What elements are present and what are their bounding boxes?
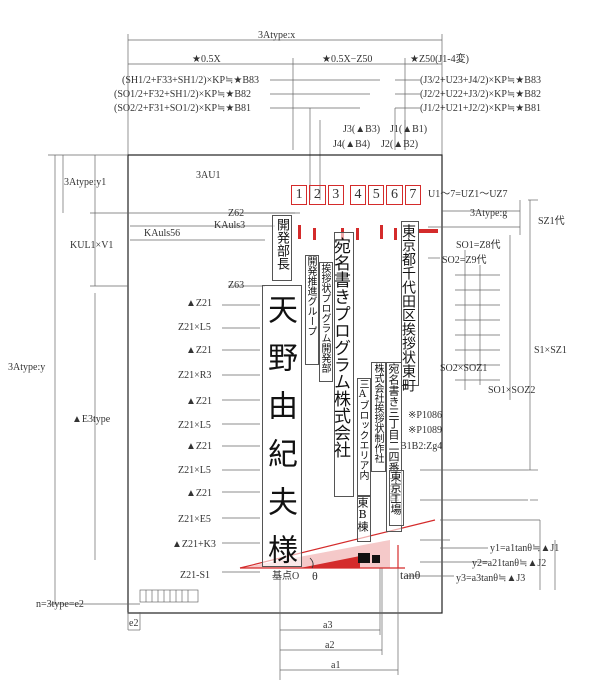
row-label: Z21×L5 [178,322,211,333]
row-label: Z21×R3 [178,370,212,381]
address-line-6: 東B棟 [356,496,371,542]
left-label: 3AU1 [196,170,221,181]
left-label: Z62 [228,208,245,219]
half-minus-label: ★0.5X−Z50 [322,54,373,65]
right-label: S1×SZ1 [534,345,567,356]
left-label: ▲E3type [72,414,111,425]
right-label: SO1=Z8代 [456,240,501,251]
right-formula: (J2/2+U22+J3/2)×KP≒★B82 [420,89,541,100]
row-label: ▲Z21 [186,441,213,452]
postal-digit-box: 4 [349,185,367,205]
left-label: Z63 [228,280,245,291]
left-label: e2 [129,618,139,629]
row-label: ▲Z21 [186,345,213,356]
left-label: n=3type=e2 [36,599,84,610]
right-label: SO2=Z9代 [442,255,487,266]
postal-digit-box: 1 [291,185,308,205]
y2-formula: y2=a21tanθ≒▲J2 [472,558,547,569]
postal-code-boxes: 1 2 3 4 5 6 7 [291,185,421,205]
department2-text: 挨拶状プログラム開発部 [319,262,333,382]
left-label: KAuls3 [214,220,246,231]
company-text: 宛名書きプログラム株式会社 [330,232,354,497]
right-label: SZ1代 [538,216,565,227]
j-label: J3(▲B3) [343,124,381,135]
y1-formula: y1=a1tanθ≒▲J1 [490,543,560,554]
right-label: 3Atype:g [470,208,508,219]
row-label: Z21×E5 [178,514,211,525]
right-formula: (J3/2+U23+J4/2)×KP≒★B83 [420,75,541,86]
y3-formula: y3=a3tanθ≒▲J3 [456,573,526,584]
recipient-name: 天野由紀夫様 [262,285,302,582]
row-label: ▲Z21 [186,396,213,407]
row-label: ▲Z21 [186,488,213,499]
row-label: Z21-S1 [180,570,210,581]
left-label: KAuls56 [144,228,181,239]
j-label: J1(▲B1) [390,124,428,135]
half-width-label: ★0.5X [192,54,221,65]
right-label: ※P1086 [408,410,442,421]
team-text: 開発推進グループ [305,255,319,365]
postal-digit-box: 6 [386,185,403,205]
row-label: Z21×L5 [178,465,211,476]
row-label: ▲Z21+K3 [172,539,216,550]
right-formula: (J1/2+U21+J2/2)×KP≒★B81 [420,103,541,114]
a3-label: a3 [323,620,333,631]
address-line-5: 三Aブロックエリア内 [357,378,371,496]
address-line-3: 株式会社挨拶状制作社 [371,362,386,472]
address-line-4: 東京工場 [389,470,404,526]
left-label: KUL1×V1 [70,240,114,251]
row-label: ▲Z21 [186,298,213,309]
j-label: J2(▲B2) [381,139,419,150]
left-formula: (SH1/2+F33+SH1/2)×KP≒★B83 [122,75,260,86]
width-label: 3Atype:x [258,30,296,41]
postal-digit-box: 3 [327,185,344,205]
theta-label: θ [312,569,318,583]
row-label: Z21×L5 [178,420,211,431]
left-formula: (SO2/2+F31+SO1/2)×KP≒★B81 [114,103,252,114]
j-label: J4(▲B4) [333,139,371,150]
postal-digit-box: 2 [309,185,326,205]
a1-label: a1 [331,660,341,671]
postal-digit-box: 7 [404,185,421,205]
a2-label: a2 [325,640,335,651]
postal-digit-box: 5 [368,185,385,205]
address-line-1: 東京都千代田区挨拶状東町 [400,221,419,392]
left-label: 3Atype:y1 [64,177,107,188]
right-label: B1B2:Zg4 [400,441,443,452]
z50-label: ★Z50(J1-4変) [410,54,469,65]
tan-label: tanθ [400,568,421,582]
left-formula: (SO1/2+F32+SH1/2)×KP≒★B82 [114,89,252,100]
department-text: 開発部長 [272,215,292,281]
postal-note: U1〜7=UZ1〜UZ7 [428,189,508,200]
right-label: SO2×SOZ1 [440,363,488,374]
right-label: SO1×SOZ2 [488,385,536,396]
right-label: ※P1089 [408,425,442,436]
origin-label: 基点O [272,571,300,582]
left-label: 3Atype:y [8,362,46,373]
